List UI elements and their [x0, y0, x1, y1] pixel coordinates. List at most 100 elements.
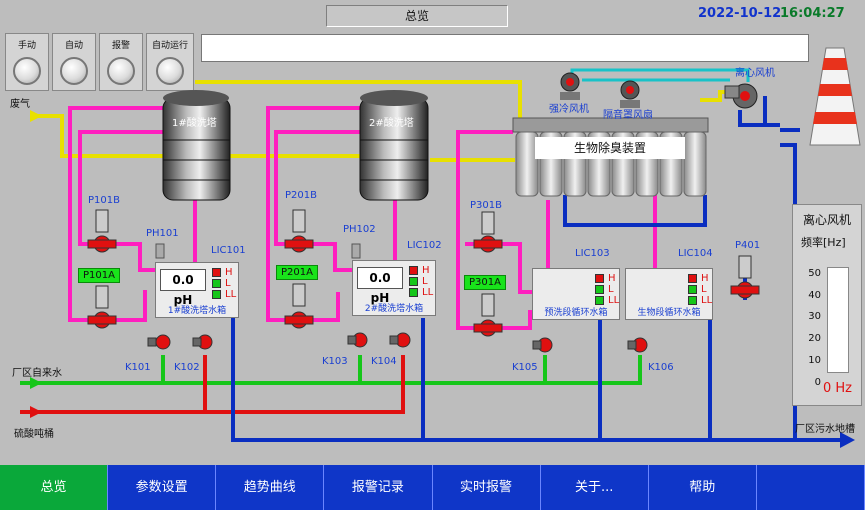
sound-fan-label: 隔音罩风扇 [603, 110, 653, 121]
pump-p201b-tag[interactable]: P201B [285, 190, 317, 201]
sensor-lic104-tag: LIC104 [678, 248, 713, 259]
tank1-level-ll: LL [212, 289, 236, 300]
valve-k106-tag[interactable]: K106 [648, 362, 674, 373]
tower1-graphic [162, 90, 231, 201]
freq-tick: 20 [808, 333, 821, 345]
tank2-ph-display: 0.0 pH [357, 267, 403, 305]
acid-drum-label: 硫酸吨桶 [14, 429, 54, 440]
mode-manual-lamp [13, 57, 41, 85]
sensor-ph102-tag: PH102 [343, 224, 376, 235]
mode-alarm-lamp [107, 57, 135, 85]
freq-tick: 10 [808, 354, 821, 366]
tank3-level-indicators: H L LL [595, 273, 619, 306]
tank2-level-indicators: H L LL [409, 265, 433, 298]
nav-blank[interactable] [757, 465, 865, 510]
tank4-level-l: L [688, 284, 712, 295]
tank1-level-h: H [212, 267, 236, 278]
tank1-ph-display: 0.0 pH [160, 269, 206, 307]
date-display: 2022-10-12 [698, 6, 782, 21]
tank4-box[interactable]: H L LL 生物段循环水箱 [625, 268, 713, 320]
tank1-box[interactable]: 0.0 pH H L LL 1#酸洗塔水箱 [155, 262, 239, 318]
tank4-name: 生物段循环水箱 [637, 308, 701, 318]
pump-p101b-tag[interactable]: P101B [88, 195, 120, 206]
fan-graphics [560, 72, 758, 109]
pump-graphics [87, 209, 760, 337]
tank1-name: 1#酸洗塔水箱 [167, 306, 227, 316]
mode-alarm-label: 报警 [111, 41, 130, 51]
mode-alarm[interactable]: 报警 [99, 33, 143, 91]
bottom-nav: 总览 参数设置 趋势曲线 报警记录 实时报警 关于... 帮助 [0, 465, 865, 510]
waste-gas-label: 废气 [10, 99, 30, 110]
fan-panel-title: 离心风机 [802, 213, 851, 227]
freq-value: 0 Hz [823, 381, 853, 396]
mode-manual[interactable]: 手动 [5, 33, 49, 91]
mode-auto-run-lamp [156, 57, 184, 85]
valve-graphics [147, 332, 648, 353]
time-display: 16:04:27 [780, 6, 845, 21]
freq-bar [827, 267, 849, 373]
sewage-label: 厂区污水地槽 [795, 424, 855, 435]
nav-realtime-alarm[interactable]: 实时报警 [433, 465, 541, 510]
freq-tick: 30 [808, 311, 821, 323]
acid-pipes [20, 355, 405, 414]
pump-p301a-tag[interactable]: P301A [464, 275, 506, 290]
freq-tick: 40 [808, 289, 821, 301]
tank2-level-l: L [409, 276, 433, 287]
pump-p201a-tag[interactable]: P201A [276, 265, 318, 280]
pump-p401-tag[interactable]: P401 [735, 240, 761, 251]
valve-k105-tag[interactable]: K105 [512, 362, 538, 373]
circulation-pipes [68, 106, 657, 330]
tower2-graphic [359, 90, 429, 201]
ph-probe-graphics [155, 243, 361, 259]
freq-ticks: 50 40 30 20 10 0 [799, 263, 821, 393]
tank4-level-indicators: H L LL [688, 273, 712, 306]
valve-k103-tag[interactable]: K103 [322, 356, 348, 367]
mode-auto-label: 自动 [64, 41, 83, 51]
tank1-level-l: L [212, 278, 236, 289]
freq-tick: 50 [808, 268, 821, 279]
nav-trend[interactable]: 趋势曲线 [216, 465, 325, 510]
valve-k102-tag[interactable]: K102 [174, 362, 200, 373]
screen-title: 总览 [326, 5, 508, 27]
mode-auto-run[interactable]: 自动运行 [146, 33, 194, 91]
mode-auto[interactable]: 自动 [52, 33, 96, 91]
tank1-level-indicators: H L LL [212, 267, 236, 300]
cyan-pipes [570, 68, 750, 82]
chimney-graphic [809, 47, 861, 146]
tank2-level-ll: LL [409, 287, 433, 298]
tap-water-pipes [20, 355, 642, 385]
sensor-ph101-tag: PH101 [146, 228, 179, 239]
tank2-name: 2#酸洗塔水箱 [364, 304, 424, 314]
freq-tick: 0 [814, 376, 821, 388]
mode-manual-label: 手动 [17, 41, 36, 51]
tank2-box[interactable]: 0.0 pH H L LL 2#酸洗塔水箱 [352, 260, 436, 316]
gas-pipes [30, 80, 735, 162]
bio-device-label: 生物除臭装置 [535, 137, 685, 159]
tower2-label: 2#酸洗塔 [369, 118, 414, 129]
tank3-level-l: L [595, 284, 619, 295]
sensor-lic102-tag: LIC102 [407, 240, 442, 251]
valve-k104-tag[interactable]: K104 [371, 356, 397, 367]
tank4-level-ll: LL [688, 295, 712, 306]
centrifugal-fan-label: 离心风机 [735, 68, 775, 79]
pump-p301b-tag[interactable]: P301B [470, 200, 502, 211]
nav-overview[interactable]: 总览 [0, 465, 109, 510]
pump-p101a-tag[interactable]: P101A [78, 268, 120, 283]
tank4-level-h: H [688, 273, 712, 284]
nav-alarm-log[interactable]: 报警记录 [324, 465, 433, 510]
strong-cool-fan-label: 强冷风机 [549, 104, 589, 115]
tank2-level-h: H [409, 265, 433, 276]
freq-label: 频率[Hz] [801, 236, 846, 249]
mode-auto-lamp [60, 57, 88, 85]
tank3-name: 预洗段循环水箱 [544, 308, 608, 318]
tap-water-label: 厂区自来水 [12, 368, 62, 379]
nav-about[interactable]: 关于... [541, 465, 649, 510]
nav-help[interactable]: 帮助 [649, 465, 757, 510]
nav-params[interactable]: 参数设置 [108, 465, 217, 510]
tank3-level-h: H [595, 273, 619, 284]
tower1-label: 1#酸洗塔 [172, 118, 217, 129]
sensor-lic101-tag: LIC101 [211, 245, 246, 256]
tank3-box[interactable]: H L LL 预洗段循环水箱 [532, 268, 620, 320]
tank3-level-ll: LL [595, 295, 619, 306]
valve-k101-tag[interactable]: K101 [125, 362, 151, 373]
